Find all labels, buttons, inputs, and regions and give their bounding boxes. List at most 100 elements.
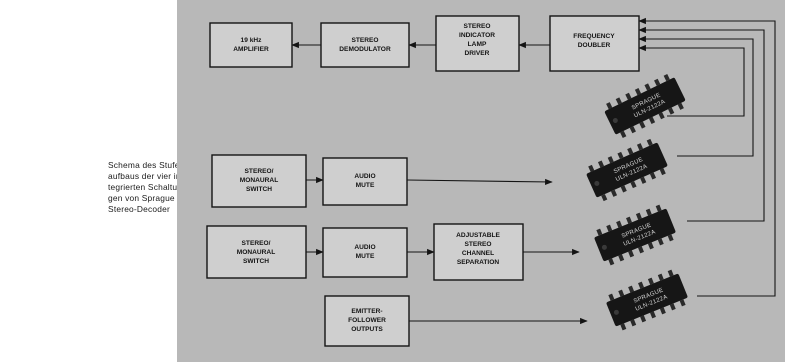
- block-label: DOUBLER: [578, 42, 611, 49]
- block-label: MONAURAL: [237, 249, 275, 256]
- ic-pin-top: [608, 293, 615, 301]
- ic-notch: [613, 309, 619, 315]
- block-label: MUTE: [356, 253, 375, 260]
- block-label: INDICATOR: [459, 32, 495, 39]
- ic-pin-top: [606, 224, 613, 232]
- block-label: SEPARATION: [457, 259, 499, 266]
- block-label: AUDIO: [354, 173, 375, 180]
- ic-body: [594, 208, 676, 262]
- block-diagram-photo: 19 kHz AMPLIFIER STEREO DEMODULATOR STER…: [177, 0, 785, 362]
- ic-pin-bottom: [649, 172, 657, 180]
- ic-pin-bottom: [620, 130, 627, 138]
- block-label: DRIVER: [465, 50, 490, 57]
- block-frequency-doubler: FREQUENCY DOUBLER: [549, 15, 640, 72]
- ic-pin-bottom: [648, 116, 656, 124]
- block-emitter-follower-outputs: EMITTER- FOLLOWER OUTPUTS: [324, 295, 410, 347]
- ic-pin-top: [654, 78, 661, 86]
- block-audio-mute-1: AUDIO MUTE: [322, 157, 408, 206]
- ic-pin-top: [628, 285, 635, 293]
- block-label: STEREO: [351, 37, 378, 44]
- block-label: STEREO/: [242, 240, 271, 247]
- ic-pin-bottom: [601, 194, 608, 202]
- ic-pin-bottom: [628, 250, 635, 258]
- connector-mute1-to-chip: [406, 178, 553, 185]
- ic-pin-bottom: [639, 121, 646, 129]
- ic-pin-bottom: [630, 181, 637, 189]
- block-label: OUTPUTS: [351, 326, 383, 333]
- ic-pin-bottom: [629, 126, 636, 134]
- ic-pin-bottom: [647, 242, 654, 250]
- block-label: FREQUENCY: [573, 33, 615, 40]
- block-label: CHANNEL: [462, 250, 494, 257]
- ic-pin-top: [667, 269, 674, 277]
- block-stereo-indicator-lamp-driver: STEREO INDICATOR LAMP DRIVER: [435, 15, 520, 72]
- ic-pin-bottom: [608, 258, 615, 266]
- ic-pin-top: [627, 147, 634, 155]
- ic-pin-top: [655, 204, 662, 212]
- block-label: STEREO: [464, 241, 491, 248]
- ic-pin-top: [647, 277, 654, 285]
- ic-pin-bottom: [620, 323, 627, 331]
- ic-pin-bottom: [669, 303, 676, 311]
- block-label: ADJUSTABLE: [456, 232, 500, 239]
- block-adjustable-stereo-channel-separation: ADJUSTABLE STEREO CHANNEL SEPARATION: [433, 223, 524, 281]
- block-label: 19 kHz: [241, 37, 263, 44]
- ic-pin-top: [606, 102, 613, 110]
- block-label: LAMP: [468, 41, 487, 48]
- ic-pin-top: [625, 92, 632, 100]
- ic-pin-top: [597, 160, 605, 168]
- ic-pin-top: [626, 216, 632, 224]
- ic-notch: [601, 244, 607, 250]
- ic-notch: [612, 117, 618, 123]
- ic-pin-bottom: [679, 299, 686, 307]
- block-label: AMPLIFIER: [233, 46, 269, 53]
- ic-pin-top: [645, 208, 652, 216]
- ic-pin-top: [638, 281, 644, 289]
- block-label: FOLLOWER: [348, 317, 386, 324]
- ic-pin-bottom: [620, 185, 627, 193]
- block-label: SWITCH: [246, 186, 272, 193]
- figure-caption: Schema des Stufen- aufbaus der vier in- …: [108, 160, 188, 215]
- feedback-line-1: [638, 17, 776, 297]
- ic-pin-top: [617, 151, 624, 159]
- ic-pin-top: [588, 164, 595, 172]
- ic-pin-top: [636, 143, 644, 151]
- block-stereo-monaural-switch-2: STEREO/ MONAURAL SWITCH: [206, 225, 307, 279]
- ic-body: [606, 273, 688, 327]
- ic-pin-top: [615, 97, 622, 105]
- ic-pin-bottom: [657, 238, 664, 246]
- block-audio-mute-2: AUDIO MUTE: [322, 227, 408, 278]
- feedback-line-3: [638, 35, 754, 157]
- ic-pin-bottom: [667, 234, 674, 242]
- ic-pin-bottom: [659, 168, 666, 176]
- ic-pin-bottom: [640, 176, 647, 184]
- ic-pin-bottom: [638, 246, 644, 254]
- ic-pin-bottom: [677, 102, 684, 110]
- ic-pin-top: [616, 220, 623, 228]
- ic-pin-top: [607, 156, 614, 164]
- caption-line: gen von Sprague für: [108, 193, 188, 203]
- ic-pin-top: [644, 83, 651, 91]
- caption-line: tegrierten Schaltun-: [108, 182, 186, 192]
- ic-pin-top: [596, 228, 603, 236]
- feedback-line-4: [638, 44, 745, 117]
- ic-pin-bottom: [630, 319, 637, 327]
- ic-pin-bottom: [610, 189, 618, 197]
- block-label: EMITTER-: [351, 308, 382, 315]
- caption-line: aufbaus der vier in-: [108, 171, 184, 181]
- ic-pin-bottom: [658, 112, 665, 120]
- ic-pin-bottom: [650, 311, 656, 319]
- ic-body: [604, 77, 686, 135]
- ic-pin-bottom: [668, 107, 675, 115]
- block-label: SWITCH: [243, 258, 269, 265]
- block-label: MONAURAL: [240, 177, 278, 184]
- block-label: STEREO/: [245, 168, 274, 175]
- feedback-line-2: [638, 26, 765, 222]
- ic-pin-top: [663, 74, 670, 82]
- ic-pin-top: [634, 88, 642, 96]
- block-label: AUDIO: [354, 244, 375, 251]
- ic-notch: [594, 180, 600, 186]
